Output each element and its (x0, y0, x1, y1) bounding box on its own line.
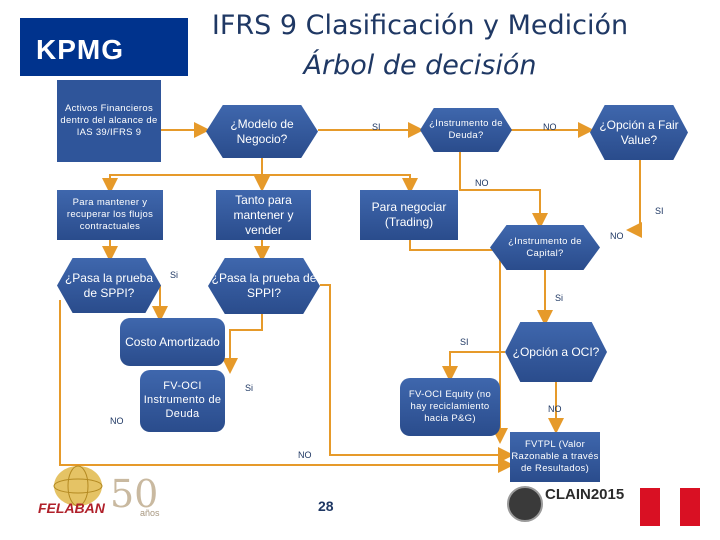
arrow-deuda-capital (459, 152, 548, 229)
node-tanto-mantener-vender: Tanto para mantener y vender (216, 190, 311, 240)
arrow-modelo-mantener (102, 158, 263, 194)
label-no-sppi-left: NO (110, 416, 124, 426)
label-si-sppi-mid: Si (245, 383, 254, 393)
node-instrumento-deuda: ¿Instrumento de Deuda? (420, 108, 512, 152)
label-si-opcionfv: SI (655, 206, 664, 216)
label-no-deuda: NO (543, 122, 557, 132)
page-title: IFRS 9 Clasificación y Medición (211, 10, 629, 41)
clain-globe-icon (507, 486, 543, 522)
label-si-sppi-left: Si (170, 270, 179, 280)
clain-logo: CLAIN2015 (505, 480, 635, 530)
node-instrumento-capital: ¿Instrumento de Capital? (490, 225, 600, 270)
node-modelo-negocio: ¿Modelo de Negocio? (206, 105, 318, 158)
node-sppi-mid: ¿Pasa la prueba de SPPI? (208, 258, 320, 314)
page-number: 28 (318, 498, 334, 514)
kpmg-logo-text: KPMG (36, 34, 124, 65)
node-mantener: Para mantener y recuperar los flujos con… (57, 190, 163, 240)
globe-icon (53, 465, 103, 507)
arrow-modelo-negociar (262, 174, 418, 194)
node-opcion-oci: ¿Opción a OCI? (505, 322, 607, 382)
anniversary-number: 50 (110, 472, 159, 516)
label-no-sppi-mid: NO (298, 450, 312, 460)
node-negociar: Para negociar (Trading) (360, 190, 458, 240)
arrow-sppimid-fvtpl (320, 284, 514, 463)
node-opcion-fair-value: ¿Opción a Fair Value? (590, 105, 688, 160)
arrow-opcionfv-fvtpl (626, 160, 642, 238)
anniversary-anos: años (140, 508, 160, 518)
kpmg-logo: KPMG (20, 18, 188, 76)
clain-text: CLAIN2015 (545, 486, 625, 503)
label-si-modelo: SI (372, 122, 381, 132)
node-fvoci-equity: FV-OCI Equity (no hay reciclamiento haci… (400, 378, 500, 436)
arrow-oci-fvociequity (442, 351, 505, 382)
node-activos: Activos Financieros dentro del alcance d… (57, 80, 161, 162)
node-fvoci-deuda: FV-OCI Instrumento de Deuda (140, 370, 225, 432)
label-si-capital: Si (555, 293, 564, 303)
node-costo-amortizado: Costo Amortizado (120, 318, 225, 366)
label-no-deuda-down: NO (475, 178, 489, 188)
label-no-negociar: NO (610, 231, 624, 241)
arrow-sppileft-fvtpl (59, 300, 514, 473)
node-fvtpl: FVTPL (Valor Razonable a través de Resul… (510, 432, 600, 482)
label-no-oci: NO (548, 404, 562, 414)
page-subtitle: Árbol de decisión (303, 50, 537, 81)
felaban-logo: FELABAN 50 años (38, 462, 160, 534)
label-si-oci: SI (460, 337, 469, 347)
node-sppi-left: ¿Pasa la prueba de SPPI? (57, 258, 161, 313)
peru-flag (640, 488, 700, 526)
arrow-negociar-fvtpl (409, 240, 508, 444)
felaban-text: FELABAN (38, 500, 105, 516)
arrow-sppimid-fvoci (222, 314, 263, 374)
